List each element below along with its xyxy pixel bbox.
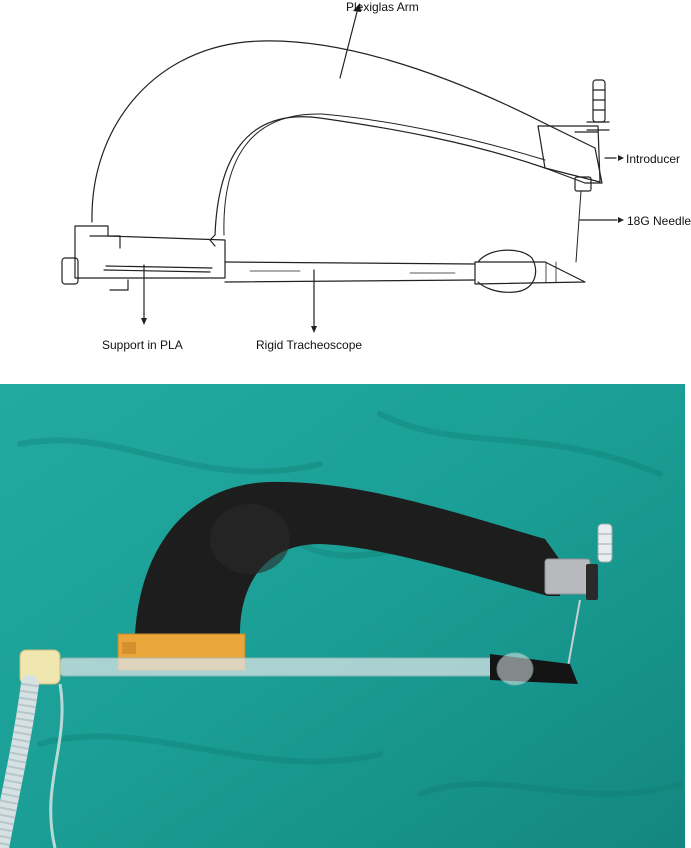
device-photo (0, 384, 685, 848)
gray-clamp (544, 558, 591, 595)
introducer-cap (592, 79, 606, 123)
needle-photo (566, 599, 581, 673)
plexiglas-arm (91, 40, 603, 247)
label-support: Support in PLA (102, 338, 183, 352)
introducer-cap-photo (597, 523, 613, 563)
clear-tube (59, 657, 496, 677)
label-plexiglas-arm: Plexiglas Arm (346, 0, 419, 14)
scope-connector (61, 257, 79, 285)
cuff (477, 249, 537, 293)
surgical-drape (0, 384, 685, 848)
needle-18g (575, 190, 582, 263)
introducer-block (537, 125, 601, 183)
label-tracheoscope: Rigid Tracheoscope (256, 338, 363, 352)
line-drawing (61, 3, 624, 333)
label-needle: 18G Needle (627, 214, 691, 228)
pla-support (74, 225, 226, 279)
rigid-tracheoscope (224, 261, 476, 283)
label-introducer: Introducer (626, 152, 681, 166)
